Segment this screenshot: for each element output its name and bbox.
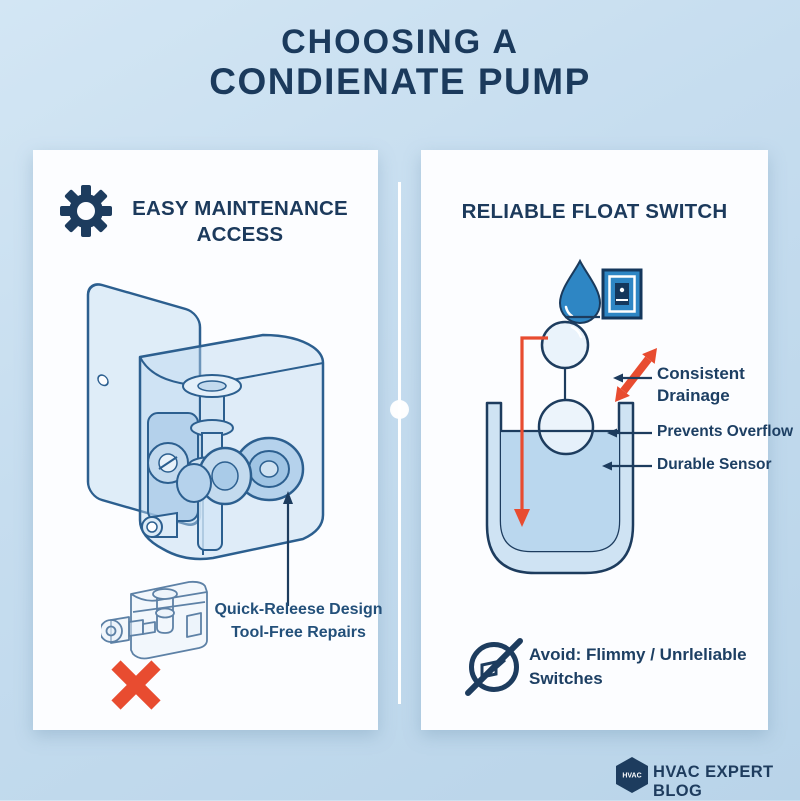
right-panel-heading: RELIABLE FLOAT SWITCH (461, 200, 728, 223)
avoid-note: Avoid: Flimmy / Unrleliable Switches (529, 643, 754, 691)
label-prevents-overflow: Prevents Overflow (657, 423, 794, 440)
callout-line-1: Quick-Releese Design (214, 601, 383, 618)
gear-icon (60, 185, 112, 237)
left-panel-easy-maintenance: EASY MAINTENANCE ACCESS (33, 150, 383, 730)
infographic-title: CHOOSING A CONDIENATE PUMP (0, 23, 800, 104)
panel-divider-line (398, 182, 401, 704)
right-panel-float-switch: RELIABLE FLOAT SWITCH (421, 150, 793, 730)
small-pump-sketch (101, 580, 208, 660)
no-flimsy-switch-icon (465, 638, 523, 696)
left-panel-heading: EASY MAINTENANCE ACCESS (132, 197, 348, 246)
float-switch-diagram (485, 258, 657, 575)
panel-divider-dot (390, 400, 409, 419)
left-panel-callout: Quick-Releese Design Tool-Free Repairs (211, 598, 386, 644)
callout-line-2: Tool-Free Repairs (231, 624, 366, 642)
rocker-switch-icon (601, 268, 643, 320)
water-drop-icon (558, 258, 602, 324)
label-durable-sensor: Durable Sensor (657, 456, 772, 473)
brand-name: HVAC EXPERT BLOG (653, 763, 774, 800)
title-line-2: CONDIENATE PUMP (209, 61, 591, 103)
label-consistent-drainage: Consistent Drainage (657, 364, 745, 406)
avoid-line-1: Avoid: Flimmy / Unrleliable (529, 645, 747, 664)
hexagon-logo: HVAC (616, 757, 648, 793)
logo-monogram: HVAC (622, 773, 641, 780)
callout-arrow-up (283, 491, 293, 606)
red-x-icon (111, 660, 161, 710)
title-line-1: CHOOSING A (281, 23, 519, 61)
avoid-line-2: Switches (529, 668, 603, 688)
condensate-pump-illustration (86, 283, 325, 561)
